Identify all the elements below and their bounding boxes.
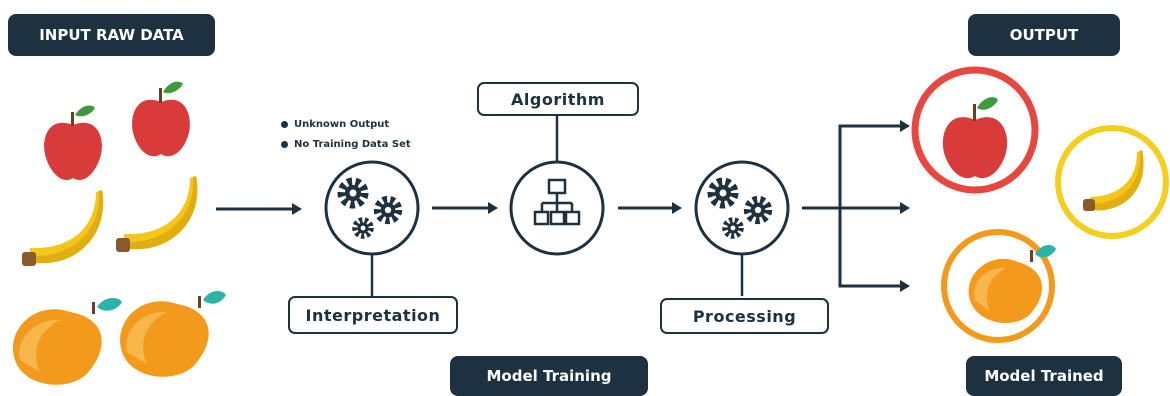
output-banana-circle	[1055, 125, 1169, 239]
arrow-icon	[900, 120, 910, 292]
mango-icon	[13, 297, 122, 385]
apple-icon	[132, 81, 190, 157]
legend-no-training-data-text: No Training Data Set	[294, 139, 411, 150]
processing-box: Processing	[660, 298, 829, 334]
arrow-icon	[432, 202, 498, 214]
input-raw-data-label: INPUT RAW DATA	[8, 14, 215, 56]
output-branch	[802, 124, 900, 288]
banana-icon	[22, 190, 104, 266]
banana-icon	[116, 176, 198, 252]
output-label: OUTPUT	[968, 14, 1120, 56]
mango-icon	[120, 290, 226, 377]
apple-icon	[44, 105, 102, 180]
model-training-label: Model Training	[450, 356, 648, 396]
bullet-icon	[281, 141, 288, 148]
bullet-icon	[281, 121, 288, 128]
legend-no-training-data: No Training Data Set	[281, 139, 411, 150]
interpretation-box: Interpretation	[288, 296, 458, 334]
algorithm-box: Algorithm	[477, 82, 639, 116]
legend-unknown-output: Unknown Output	[281, 119, 389, 130]
processing-circle	[694, 160, 790, 256]
legend-unknown-output-text: Unknown Output	[294, 119, 390, 130]
mango-icon	[968, 244, 1056, 324]
interpretation-circle	[324, 160, 420, 256]
flowchart-icon	[533, 178, 581, 226]
apple-icon	[942, 97, 1008, 179]
banana-icon	[1083, 150, 1144, 211]
arrow-icon	[216, 203, 302, 215]
model-trained-label: Model Trained	[966, 356, 1122, 396]
arrow-icon	[618, 202, 682, 214]
